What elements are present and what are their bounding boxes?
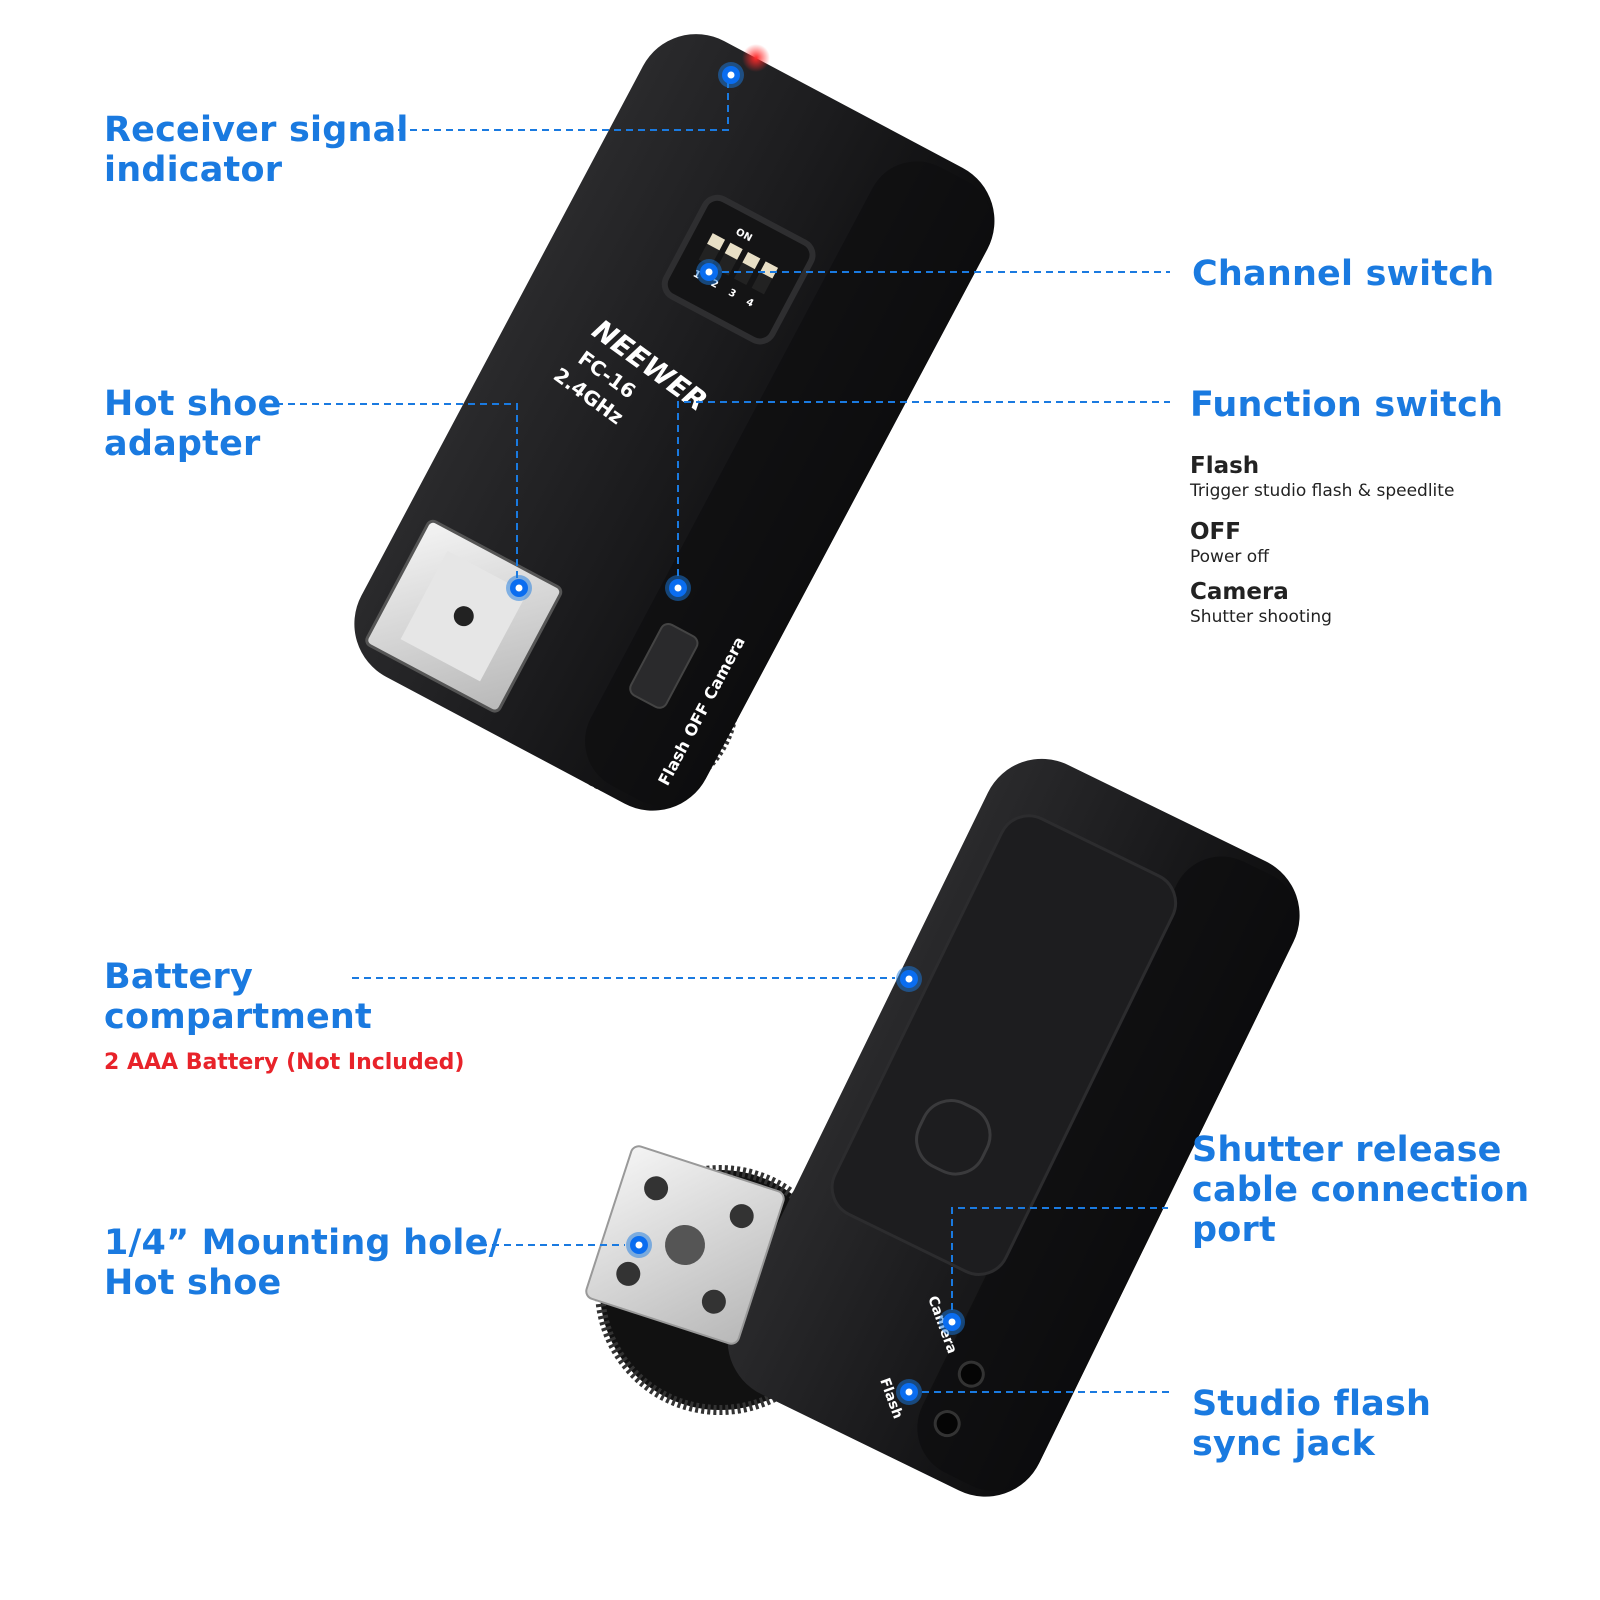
callout-shutter-port: Shutter release cable connection port — [1192, 1130, 1529, 1250]
dot-shutter-port — [939, 1309, 965, 1335]
callout-mounting: 1/4” Mounting hole/ Hot shoe — [104, 1223, 502, 1303]
callout-line: Receiver signal — [104, 110, 409, 150]
camera-port — [957, 1360, 985, 1388]
battery-latch — [915, 1099, 992, 1176]
function-option-camera: Camera Shutter shooting — [1190, 578, 1332, 628]
dip-number: 2 — [709, 278, 720, 291]
callout-studio-flash: Studio flash sync jack — [1192, 1384, 1431, 1464]
callout-line: Battery — [104, 957, 253, 997]
callout-line: 1/4” Mounting hole/ — [104, 1223, 502, 1263]
callout-line: adapter — [104, 424, 261, 464]
dip-number: 4 — [744, 297, 755, 310]
callout-line: compartment — [104, 997, 372, 1037]
callout-line: cable connection — [1192, 1170, 1530, 1210]
callout-line: Function switch — [1190, 385, 1504, 425]
callout-line: Hot shoe — [104, 1263, 282, 1303]
callout-battery: Battery compartment — [104, 957, 372, 1037]
dip-number: 3 — [726, 287, 737, 300]
option-title: OFF — [1190, 519, 1241, 545]
battery-cover — [830, 814, 1178, 1276]
function-option-off: OFF Power off — [1190, 518, 1269, 568]
leader-lines — [276, 75, 1170, 1393]
function-switch-slider — [629, 623, 699, 709]
callout-line: Studio flash — [1192, 1384, 1432, 1424]
callout-line: Hot shoe — [104, 384, 282, 424]
signal-led — [742, 44, 770, 72]
battery-note: 2 AAA Battery (Not Included) — [104, 1050, 465, 1075]
callout-receiver-signal: Receiver signal indicator — [104, 110, 409, 190]
dot-mounting — [626, 1232, 652, 1258]
option-title: Camera — [1190, 579, 1289, 605]
dip-switches — [698, 233, 779, 295]
callout-dots — [506, 62, 965, 1405]
callout-line: Shutter release — [1192, 1130, 1502, 1170]
dot-battery — [896, 966, 922, 992]
option-desc: Trigger studio flash & speedlite — [1190, 481, 1455, 501]
option-desc: Shutter shooting — [1190, 607, 1332, 627]
callout-line: port — [1192, 1210, 1276, 1250]
receiver-front-view: ON 1 2 3 4 NEEWER FC-16 2.4GHz Flash — [354, 34, 995, 811]
dot-studio-flash — [896, 1379, 922, 1405]
option-desc: Power off — [1190, 547, 1269, 567]
dot-channel-switch — [696, 259, 722, 285]
callout-line: Channel switch — [1192, 254, 1495, 294]
mounting-block — [585, 1145, 785, 1345]
callout-channel-switch: Channel switch — [1192, 254, 1494, 294]
flash-port — [933, 1410, 961, 1438]
callout-line: sync jack — [1192, 1424, 1375, 1464]
function-option-flash: Flash Trigger studio flash & speedlite — [1190, 452, 1454, 502]
option-title: Flash — [1190, 453, 1260, 479]
callout-function-switch: Function switch — [1190, 385, 1503, 425]
dot-function-switch — [665, 575, 691, 601]
callout-hot-shoe-adapter: Hot shoe adapter — [104, 384, 281, 464]
dot-hot-shoe — [506, 575, 532, 601]
callout-line: indicator — [104, 150, 283, 190]
receiver-back-view: Camera Flash — [585, 758, 1300, 1497]
dot-receiver-signal — [718, 62, 744, 88]
